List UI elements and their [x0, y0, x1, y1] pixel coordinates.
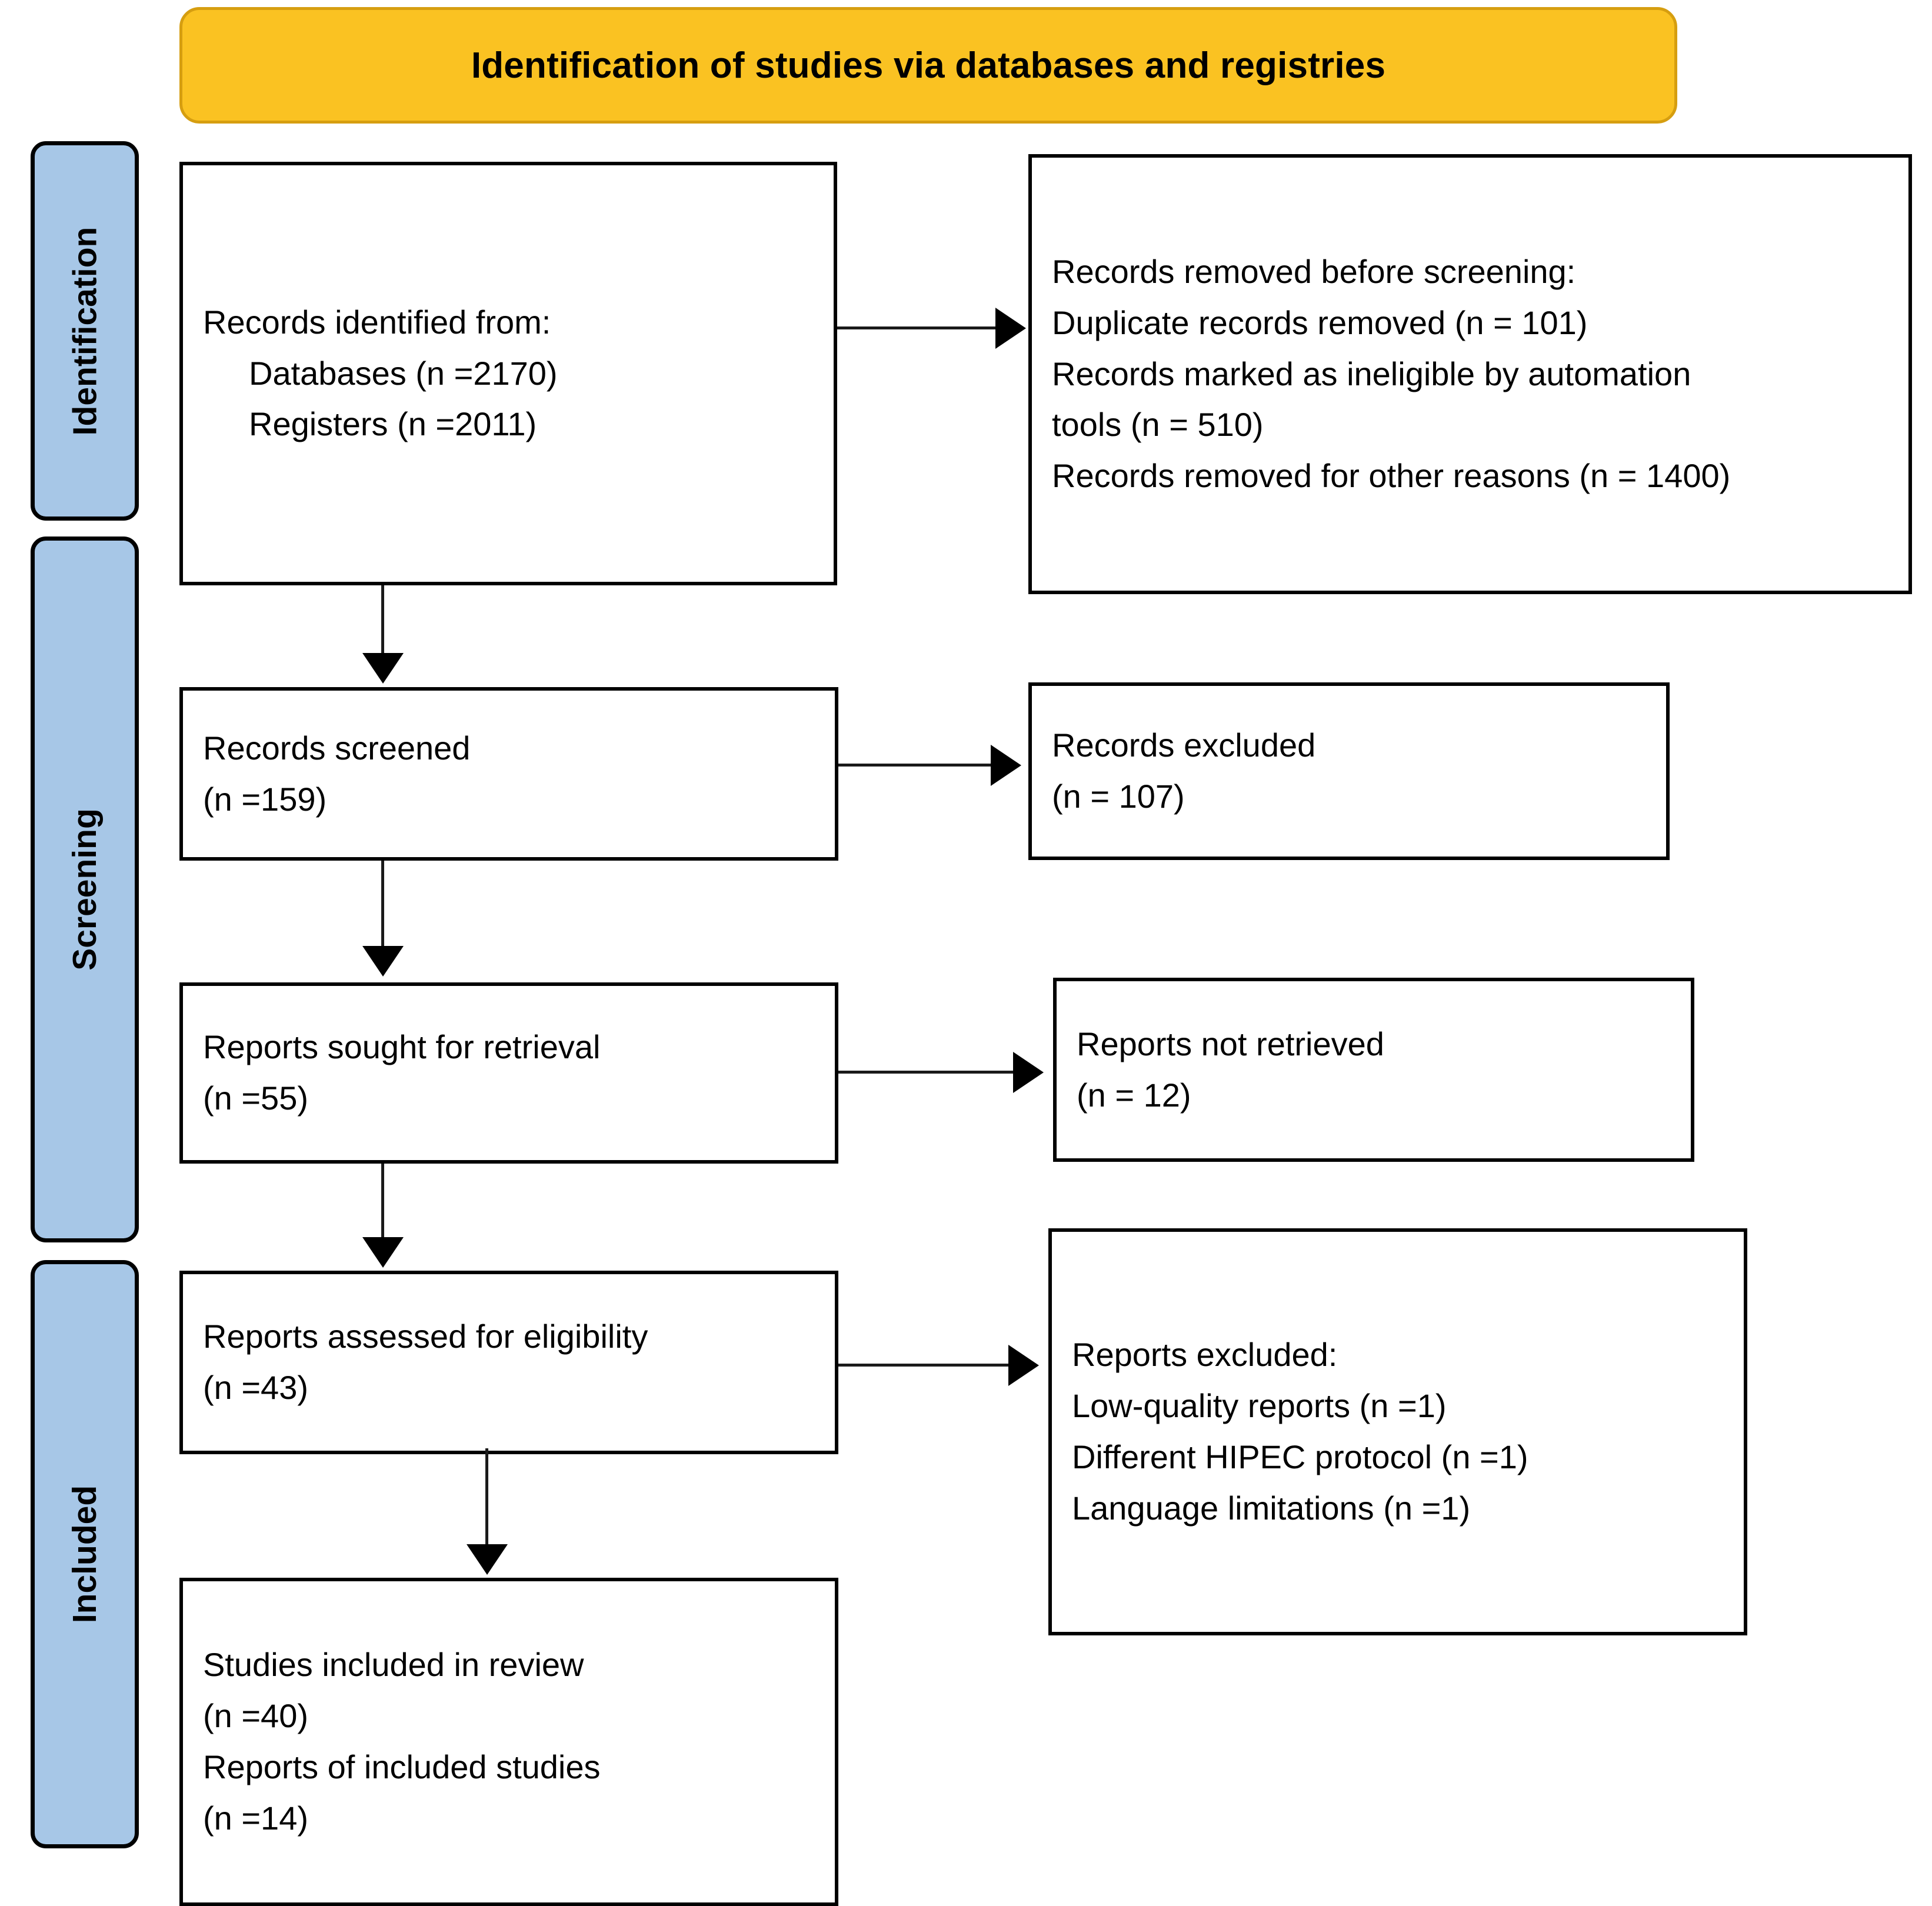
reports-sought-label: Reports sought for retrieval: [203, 1028, 601, 1066]
reports-of-included-studies-label: Reports of included studies: [203, 1748, 601, 1785]
records-removed-heading-prefix: Records removed: [1052, 253, 1321, 290]
box-records-screened: Records screened (n =159): [179, 687, 838, 861]
records-excluded-label: Records excluded: [1052, 727, 1316, 764]
box-records-excluded: Records excluded (n = 107): [1028, 682, 1670, 860]
reports-excluded-hipec-protocol: Different HIPEC protocol (n =1): [1072, 1438, 1528, 1475]
connector-sought-to-notretrieved-line: [838, 1071, 1015, 1074]
reports-assessed-count: (n =43): [203, 1369, 308, 1406]
banner-title: Identification of studies via databases …: [471, 45, 1386, 86]
reports-not-retrieved-count: (n = 12): [1077, 1076, 1191, 1114]
records-screened-count: (n =159): [203, 780, 327, 818]
records-screened-label: Records screened: [203, 729, 471, 767]
connector-assessed-to-included-line: [485, 1448, 488, 1547]
connector-identified-to-removed-line: [837, 326, 997, 329]
box-reports-excluded-reasons: Reports excluded: Low-quality reports (n…: [1048, 1228, 1747, 1635]
connector-screened-to-sought-arrowhead-icon: [362, 946, 404, 977]
box-reports-assessed-for-eligibility: Reports assessed for eligibility (n =43): [179, 1271, 838, 1454]
diagram-header-banner: Identification of studies via databases …: [179, 7, 1677, 124]
records-removed-heading-suffix: :: [1566, 253, 1576, 290]
stage-bar-identification: Identification: [31, 141, 139, 521]
connector-assessed-to-reportsexcluded-line: [838, 1364, 1010, 1367]
records-identified-databases: Databases (n =2170): [249, 354, 558, 392]
connector-identified-to-screened-arrowhead-icon: [362, 653, 404, 684]
records-identified-heading: Records identified from:: [203, 303, 551, 341]
connector-sought-to-assessed-line: [381, 1164, 384, 1240]
records-removed-heading-italic: before screening: [1321, 253, 1567, 290]
box-records-identified: Records identified from: Databases (n =2…: [179, 162, 837, 585]
records-removed-duplicates: Duplicate records removed (n = 101): [1052, 304, 1588, 341]
connector-assessed-to-reportsexcluded-arrowhead-icon: [1008, 1345, 1039, 1386]
reports-of-included-studies-count: (n =14): [203, 1799, 308, 1837]
records-identified-registers: Registers (n =2011): [249, 405, 537, 443]
reports-not-retrieved-label: Reports not retrieved: [1077, 1025, 1384, 1062]
box-reports-sought-for-retrieval: Reports sought for retrieval (n =55): [179, 982, 838, 1164]
stage-bar-screening: Screening: [31, 537, 139, 1242]
records-removed-other-reasons: Records removed for other reasons (n = 1…: [1052, 457, 1731, 495]
records-excluded-count: (n = 107): [1052, 778, 1185, 815]
stage-bar-included: Included: [31, 1260, 139, 1848]
stage-label-identification: Identification: [66, 226, 104, 435]
connector-screened-to-excluded-line: [838, 764, 992, 767]
connector-screened-to-excluded-arrowhead-icon: [991, 745, 1021, 786]
connector-sought-to-notretrieved-arrowhead-icon: [1013, 1052, 1044, 1093]
stage-label-screening: Screening: [66, 808, 104, 971]
reports-assessed-label: Reports assessed for eligibility: [203, 1318, 648, 1355]
reports-sought-count: (n =55): [203, 1079, 308, 1117]
connector-assessed-to-included-arrowhead-icon: [467, 1544, 508, 1575]
connector-identified-to-screened-line: [381, 585, 384, 656]
box-records-removed-before-screening: Records removed before screening: Duplic…: [1028, 154, 1912, 594]
reports-excluded-low-quality: Low-quality reports (n =1): [1072, 1387, 1447, 1425]
studies-included-label: Studies included in review: [203, 1646, 584, 1684]
connector-identified-to-removed-arrowhead-icon: [995, 308, 1026, 349]
connector-screened-to-sought-line: [381, 861, 384, 949]
records-removed-heading: Records removed before screening:: [1032, 246, 1908, 298]
studies-included-count: (n =40): [203, 1697, 308, 1735]
box-studies-included-in-review: Studies included in review (n =40) Repor…: [179, 1578, 838, 1906]
connector-sought-to-assessed-arrowhead-icon: [362, 1237, 404, 1268]
records-removed-automation-line1: Records marked as ineligible by automati…: [1052, 355, 1691, 392]
reports-excluded-heading: Reports excluded:: [1072, 1336, 1338, 1374]
box-reports-not-retrieved: Reports not retrieved (n = 12): [1053, 978, 1694, 1162]
reports-excluded-language: Language limitations (n =1): [1072, 1489, 1471, 1527]
records-removed-automation-line2: tools (n = 510): [1052, 406, 1264, 444]
stage-label-included: Included: [66, 1485, 104, 1624]
